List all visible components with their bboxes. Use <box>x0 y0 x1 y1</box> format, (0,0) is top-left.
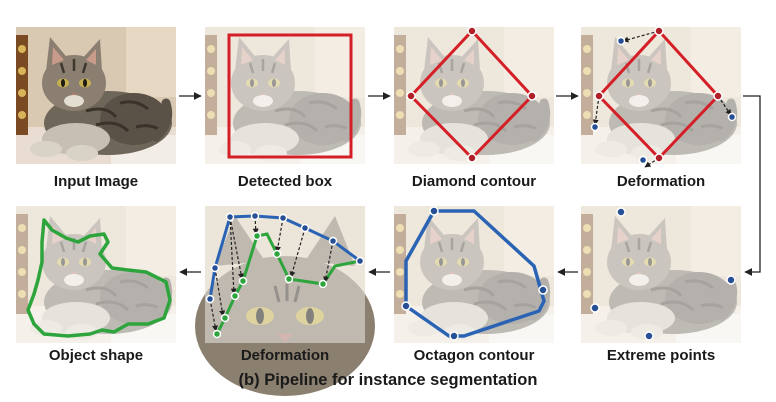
object-contour <box>26 218 172 338</box>
panel-diamond-contour <box>394 27 554 164</box>
panel-deformation-2 <box>193 204 377 398</box>
label-diamond-contour: Diamond contour <box>411 173 537 190</box>
label-detected-box: Detected box <box>237 173 333 190</box>
diamond-vertices <box>406 26 537 163</box>
label-octagon-contour: Octagon contour <box>413 347 535 364</box>
panel-object-shape <box>16 206 176 343</box>
extreme-points-on-octagon <box>401 206 548 341</box>
label-deformation-1: Deformation <box>616 173 706 190</box>
wrap-arrow <box>743 95 761 276</box>
panel-input-image <box>16 27 176 164</box>
label-deformation-2: Deformation <box>240 347 330 364</box>
deformation-offsets-2 <box>209 215 334 332</box>
label-input-image: Input Image <box>53 173 139 190</box>
panel-deformation-1 <box>581 27 741 167</box>
panel-octagon-contour <box>394 206 554 343</box>
panel-extreme-points <box>581 206 741 343</box>
detected-bounding-box <box>227 33 353 159</box>
octagon-contour-zoomed <box>208 214 361 300</box>
panel-detected-box <box>205 27 365 164</box>
figure-caption: (b) Pipeline for instance segmentation <box>238 371 538 389</box>
label-extreme-points: Extreme points <box>606 347 716 364</box>
octagon-contour <box>404 209 546 338</box>
extreme-points <box>590 207 736 341</box>
label-object-shape: Object shape <box>48 347 144 364</box>
